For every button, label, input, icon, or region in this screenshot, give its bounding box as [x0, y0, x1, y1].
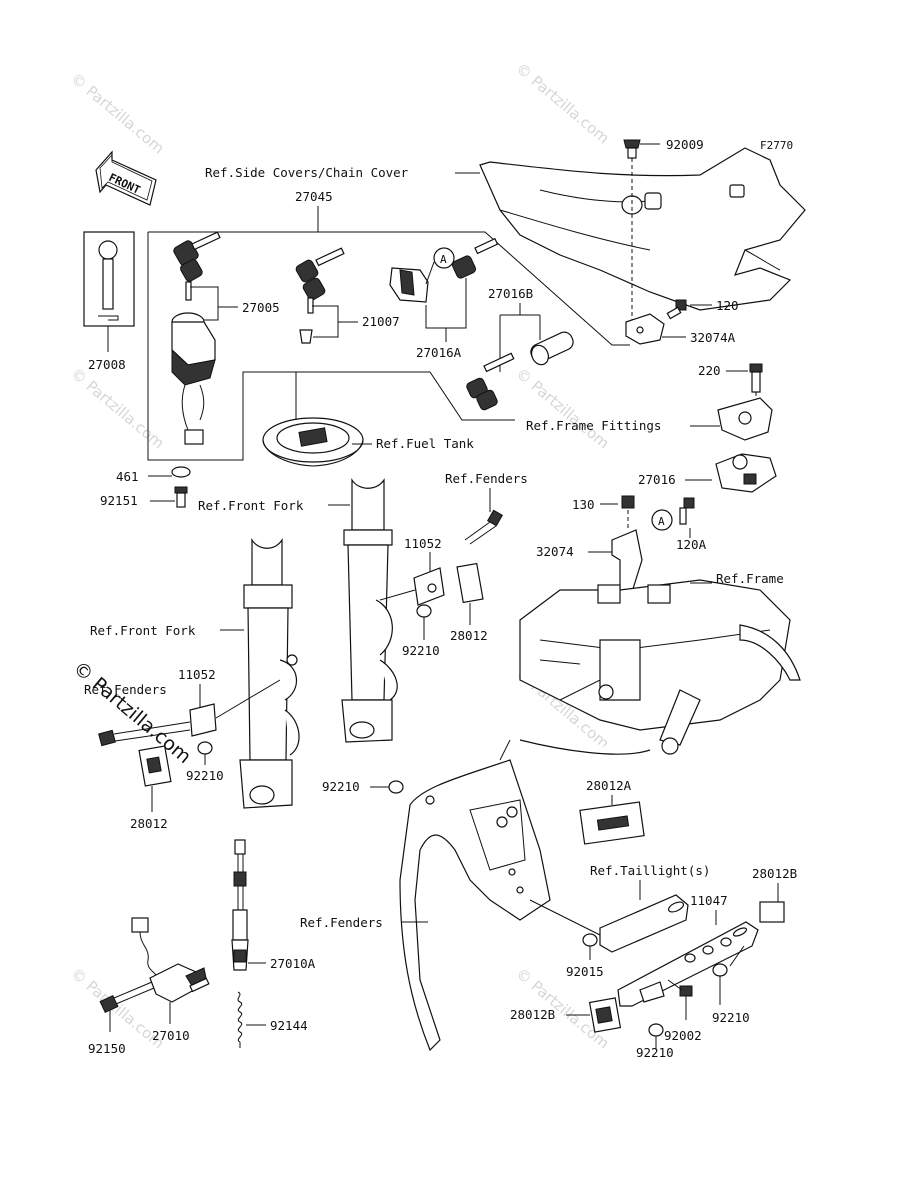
- part-92210-b: 92210: [186, 768, 224, 783]
- part-27008: 27008: [88, 357, 126, 372]
- part-130: 130: [572, 497, 595, 512]
- reflector-28012B-a: [759, 901, 785, 923]
- lock-27016: [715, 453, 777, 493]
- part-27010: 27010: [152, 1028, 190, 1043]
- part-11052-b: 11052: [178, 667, 216, 682]
- bolt-120: [666, 299, 687, 320]
- ref-fenders-center: Ref.Fenders: [300, 915, 383, 930]
- part-32074A: 32074A: [690, 330, 736, 345]
- taillight-bracket: [599, 894, 689, 953]
- bracket-32074A: [625, 313, 665, 345]
- part-32074: 32074: [536, 544, 574, 559]
- switch-27010: [131, 917, 210, 1003]
- part-27016A: 27016A: [416, 345, 462, 360]
- front-fork-right: [341, 477, 398, 743]
- part-92210-a: 92210: [402, 643, 440, 658]
- part-92150: 92150: [88, 1041, 126, 1056]
- nut-92210-c: [388, 780, 404, 794]
- part-28012-b: 28012: [130, 816, 168, 831]
- part-11047: 11047: [690, 893, 728, 908]
- fender-bolt: [464, 509, 504, 545]
- part-11052-a: 11052: [404, 536, 442, 551]
- screw-92151: [174, 486, 188, 508]
- front-arrow-icon: FRONT: [95, 150, 157, 206]
- reflector-28012A: [579, 801, 645, 845]
- washer-461: [171, 466, 191, 478]
- part-28012B-a: 28012B: [752, 866, 797, 881]
- watermark-4: © Partzilla.com: [512, 364, 612, 452]
- watermark-2: © Partzilla.com: [512, 59, 612, 147]
- ref-side-covers: Ref.Side Covers/Chain Cover: [205, 165, 409, 180]
- ignition-switch-body: [171, 312, 216, 445]
- front-fork-left: [239, 537, 300, 809]
- part-92144: 92144: [270, 1018, 308, 1033]
- part-28012B-b: 28012B: [510, 1007, 555, 1022]
- lock-27016A: A: [389, 237, 499, 303]
- bracket-11052-b: [189, 703, 217, 737]
- reflector-28012B-b: [588, 997, 622, 1033]
- part-220: 220: [698, 363, 721, 378]
- ref-frame: Ref.Frame: [716, 571, 784, 586]
- part-92210-e: 92210: [636, 1045, 674, 1060]
- part-461: 461: [116, 469, 139, 484]
- watermark-3: © Partzilla.com: [67, 364, 167, 452]
- part-27016B: 27016B: [488, 286, 533, 301]
- nut-92210-b: [197, 741, 213, 755]
- keys-27005: [173, 231, 221, 301]
- part-120: 120: [716, 298, 739, 313]
- part-21007: 21007: [362, 314, 400, 329]
- ref-frame-fittings: Ref.Frame Fittings: [526, 418, 661, 433]
- nut-92015: [582, 933, 598, 947]
- fender-bolt-lower: [98, 721, 191, 747]
- fuel-cap: [262, 417, 364, 467]
- nut-92210-d: [712, 963, 728, 977]
- spring-92144: [237, 991, 243, 1048]
- ref-fenders-left: Ref.Fenders: [84, 682, 167, 697]
- part-27045: 27045: [295, 189, 333, 204]
- ref-taillight: Ref.Taillight(s): [590, 863, 710, 878]
- bracket-11047: [617, 921, 759, 1007]
- part-28012A: 28012A: [586, 778, 632, 793]
- ref-front-fork-lower: Ref.Front Fork: [90, 623, 196, 638]
- nut-92210-a: [416, 604, 432, 618]
- side-cover-panel: [479, 147, 806, 311]
- ref-fenders-top: Ref.Fenders: [445, 471, 528, 486]
- nut-92210-e: [648, 1023, 664, 1037]
- part-27005: 27005: [242, 300, 280, 315]
- part-92002: 92002: [664, 1028, 702, 1043]
- keys-21007: [295, 247, 345, 344]
- reflector-28012-b: [138, 745, 172, 787]
- part-92210-d: 92210: [712, 1010, 750, 1025]
- sensor-27010A: [231, 839, 249, 971]
- ref-fuel-tank: Ref.Fuel Tank: [376, 436, 474, 451]
- figure-code: F2770: [760, 139, 793, 152]
- bolt-120A: [679, 497, 695, 525]
- bracket-11052-a: [413, 567, 445, 606]
- lock-27016B: [466, 331, 574, 411]
- part-92151: 92151: [100, 493, 138, 508]
- part-92015: 92015: [566, 964, 604, 979]
- part-27016: 27016: [638, 472, 676, 487]
- ref-front-fork-upper: Ref.Front Fork: [198, 498, 304, 513]
- frame-assembly: [519, 579, 801, 755]
- frame-fittings-bracket: [717, 397, 773, 441]
- part-27010A: 27010A: [270, 956, 316, 971]
- part-120A: 120A: [676, 537, 707, 552]
- bracket-32074: [611, 529, 643, 593]
- key-card-27008: [83, 231, 135, 327]
- screw-92150: [99, 981, 155, 1014]
- bolt-130: [621, 495, 635, 509]
- screw-220: [749, 363, 763, 393]
- callout-marker-a2: A: [658, 515, 665, 528]
- bolt-92009: [623, 139, 641, 159]
- reflector-28012-a: [456, 562, 484, 604]
- watermark-1: © Partzilla.com: [67, 69, 167, 157]
- rear-fender: [399, 739, 551, 1052]
- callout-marker-a1: A: [440, 253, 447, 266]
- watermark-large: © Partzilla.com: [69, 657, 195, 768]
- part-92009: 92009: [666, 137, 704, 152]
- part-92210-c: 92210: [322, 779, 360, 794]
- part-28012-a: 28012: [450, 628, 488, 643]
